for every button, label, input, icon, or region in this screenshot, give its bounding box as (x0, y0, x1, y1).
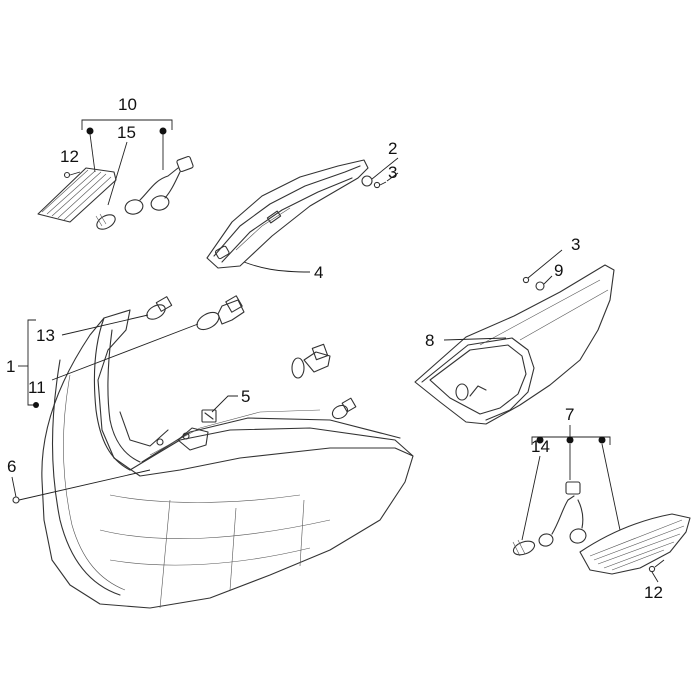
trim-strip-4 (206, 159, 369, 273)
callout-7: 7 (565, 405, 574, 424)
kit-10-bracket (81, 119, 173, 130)
turn-bulb-right (512, 539, 536, 557)
bulb-13 (61, 296, 173, 336)
screw-12-right (648, 559, 665, 583)
clip-nut-2 (361, 157, 399, 187)
callout-10: 10 (118, 95, 137, 114)
callout-12-left: 12 (60, 147, 79, 166)
turn-bulb-left (95, 213, 116, 230)
kit-10-dot-left (86, 127, 94, 135)
turn-lens-left (37, 167, 117, 223)
socket-wire-left (124, 155, 194, 215)
kit-10-lead-lens (89, 133, 96, 173)
trim-4-leader (243, 261, 311, 273)
turn-housing-8 (414, 264, 615, 425)
kit-10-dot-right (159, 127, 167, 135)
socket-wire-right (538, 481, 587, 547)
nut-9 (535, 275, 553, 291)
callout-5: 5 (241, 387, 250, 406)
headlight-bulb-11 (51, 295, 245, 381)
kit-7-dot-1 (536, 436, 544, 444)
kit-7-dot-2 (566, 436, 574, 444)
position-bulb-center (331, 397, 357, 420)
callout-14: 14 (531, 437, 550, 456)
callout-12-right: 12 (644, 583, 663, 602)
callout-3-top: 3 (388, 163, 397, 182)
headlight-bulb-center (291, 343, 331, 379)
turn-lens-right (579, 513, 691, 575)
callout-4: 4 (314, 263, 323, 282)
callout-2: 2 (388, 139, 397, 158)
kit-10-group (37, 119, 194, 230)
callout-9: 9 (554, 261, 563, 280)
clip-5 (201, 395, 238, 423)
headlight-assembly-1 (18, 309, 414, 609)
screw-6 (11, 469, 151, 504)
assembly-1-bracket (27, 319, 36, 406)
screw-3-top (373, 172, 399, 189)
assembly-1-dot (33, 402, 39, 408)
kit-10-lead-bulb (107, 141, 128, 206)
kit-7-dot-3 (598, 436, 606, 444)
callout-11: 11 (28, 378, 46, 397)
callout-8: 8 (425, 331, 434, 350)
screw-12-left (63, 171, 81, 179)
screw-3-right (522, 249, 563, 284)
callout-3-right: 3 (571, 235, 580, 254)
callout-1: 1 (6, 357, 15, 376)
callout-13: 13 (36, 326, 55, 345)
kit-7-group (512, 425, 691, 583)
callout-6: 6 (7, 457, 16, 476)
callout-15: 15 (117, 123, 136, 142)
